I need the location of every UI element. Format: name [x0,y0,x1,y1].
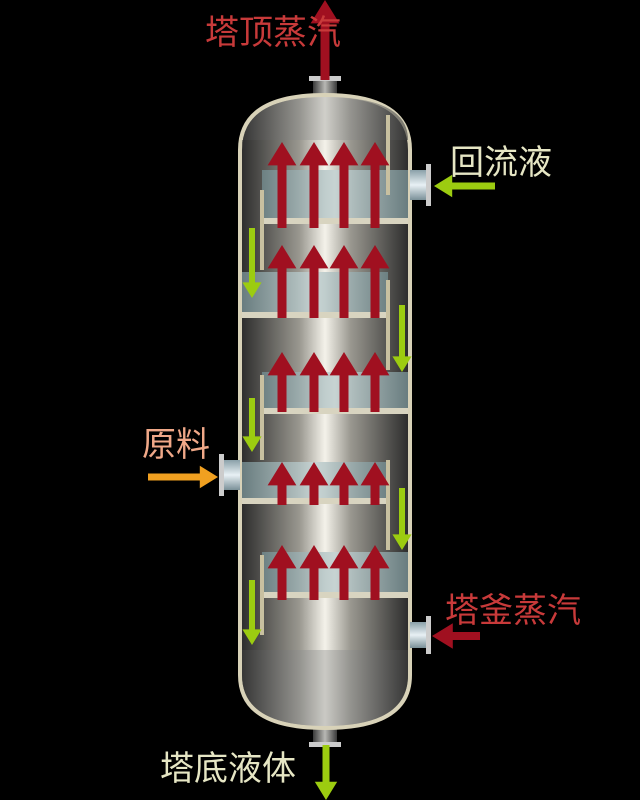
vapor-arrow [267,352,297,412]
vapor-arrows [267,0,480,649]
top-vapor-arrow [310,0,340,80]
vapor-arrow [267,142,297,228]
vapor-arrow [299,245,329,318]
vapor-arrow [267,545,297,600]
reflux-arrow [434,174,495,198]
vapor-arrow [360,545,390,600]
label-feed: 原料 [142,425,210,465]
vapor-arrow [299,352,329,412]
vapor-arrow [329,142,359,228]
vapor-arrow [299,142,329,228]
feed-nozzle [220,460,240,490]
liquid-down-arrow [242,580,262,645]
vapor-arrow [267,245,297,318]
vapor-arrow [299,462,329,505]
liquid-down-arrow [242,398,262,452]
vapor-arrow [299,545,329,600]
vapor-arrow [267,462,297,505]
liquid-down-arrow [392,305,412,372]
vapor-arrow [329,462,359,505]
vapor-arrow [329,352,359,412]
liquid-down-arrow [242,228,262,298]
feed-arrow [148,465,218,489]
vapor-arrow [329,245,359,318]
vapor-arrow [360,245,390,318]
reboiler-nozzle [410,622,430,648]
vapor-arrow [360,352,390,412]
reflux-nozzle [410,170,430,200]
vapor-arrow [329,545,359,600]
bottoms-arrow [314,745,338,800]
label-reflux: 回流液 [450,143,552,183]
vapor-arrow [360,462,390,505]
label-bottoms: 塔底液体 [160,749,296,789]
label-reboiler-vapor: 塔釜蒸汽 [445,591,581,631]
bottom-nozzle [313,725,337,745]
liquid-arrows [148,174,495,800]
label-top-vapor: 塔顶蒸汽 [205,13,341,53]
vapor-arrow [360,142,390,228]
reboiler-vapor-arrow [432,623,480,649]
liquid-down-arrow [392,488,412,550]
